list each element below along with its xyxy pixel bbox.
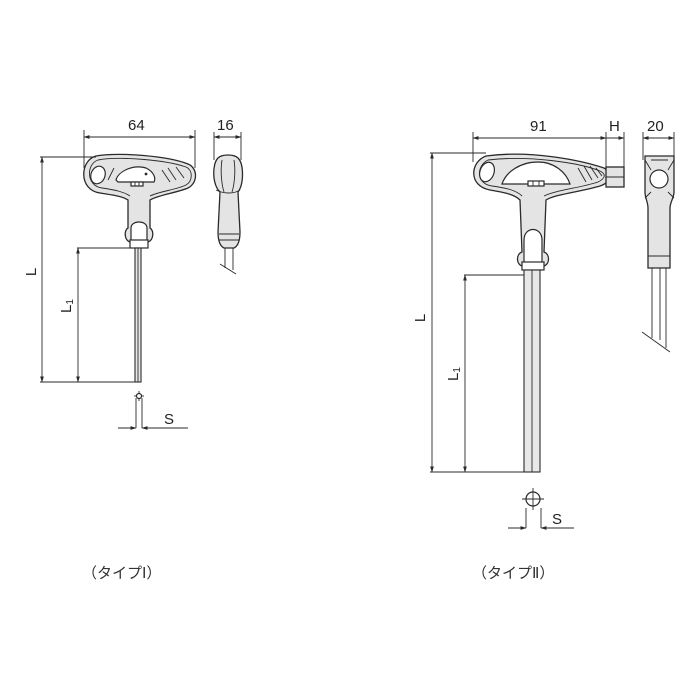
- type2-L-dimension: L: [412, 152, 540, 473]
- type2-width-label: 91: [530, 118, 547, 135]
- type2-handle-side: 20: [641, 118, 675, 353]
- type2-L-label: L: [412, 314, 429, 322]
- type2-handle-front: [473, 153, 625, 271]
- type1-width-dimension: 64: [83, 117, 196, 168]
- type2-width-dimension: 91: [472, 118, 607, 168]
- type2-L1-dimension: L1: [445, 274, 524, 473]
- type2-drawing: 91 H: [412, 118, 675, 530]
- type2-S-label: S: [552, 511, 562, 528]
- type1-drawing: 64 L: [23, 117, 244, 430]
- type1-handle-side: 16: [213, 117, 244, 275]
- type1-shaft: [134, 247, 142, 383]
- type1-handle-front: [83, 153, 197, 249]
- type2-shaft: [523, 269, 541, 473]
- type2-H-dimension: H: [606, 118, 625, 168]
- type1-caption: （タイプⅠ）: [82, 564, 162, 582]
- type2-caption: （タイプⅡ）: [472, 564, 555, 582]
- type1-L1-dimension: L1: [58, 247, 135, 383]
- type1-thickness-label: 16: [217, 117, 234, 134]
- type1-width-label: 64: [128, 117, 145, 134]
- type2-S-detail: S: [508, 488, 574, 530]
- type1-L-label: L: [23, 268, 40, 276]
- type1-S-label: S: [164, 411, 174, 428]
- type1-S-detail: S: [118, 391, 188, 430]
- type1-L-dimension: L: [23, 156, 141, 383]
- type1-L1-label: L1: [58, 299, 76, 313]
- type2-thickness-label: 20: [647, 118, 664, 135]
- type2-H-label: H: [609, 118, 620, 135]
- type2-L1-label: L1: [445, 367, 463, 381]
